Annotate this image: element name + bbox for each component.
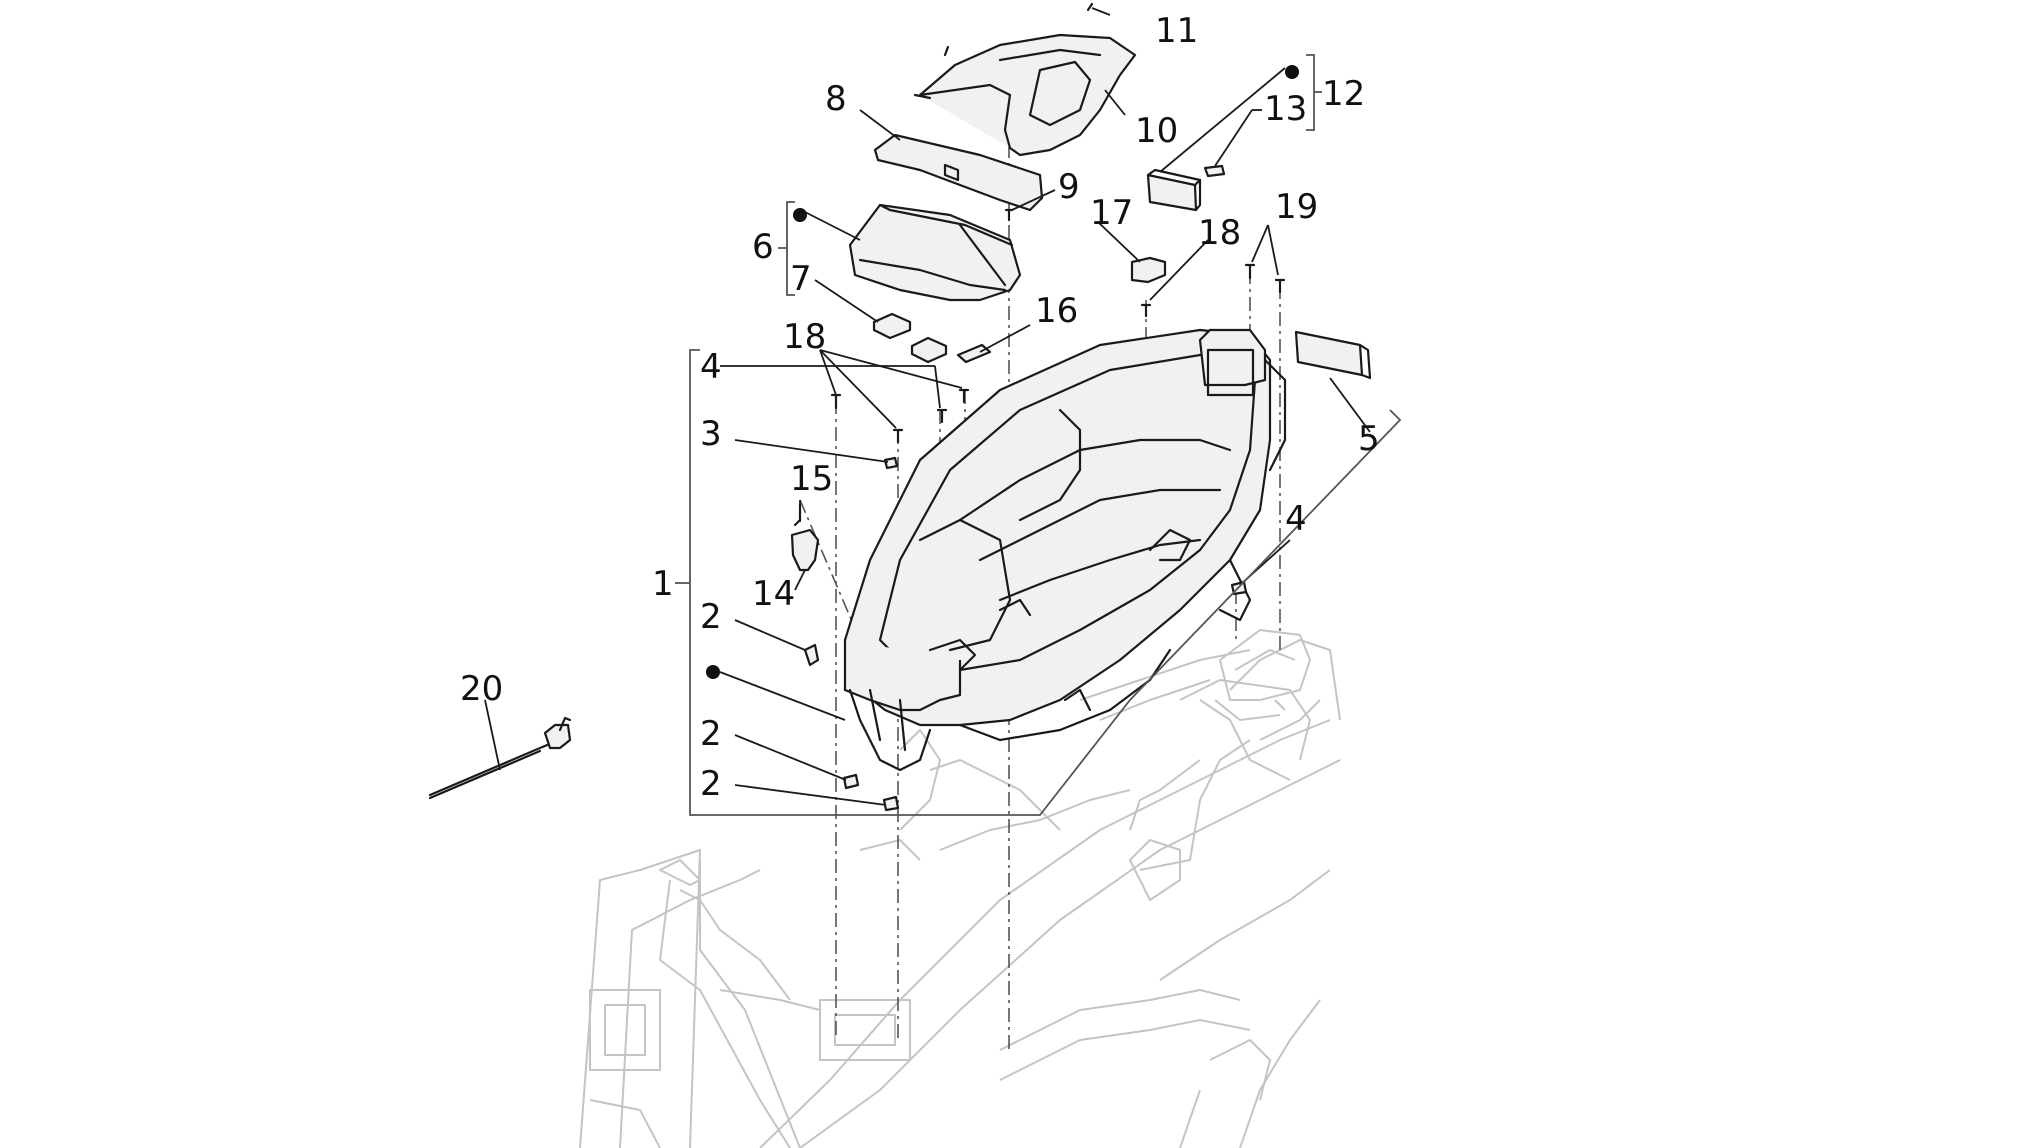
callout-2-top: 2: [700, 597, 722, 637]
part-17-cap: [1130, 256, 1167, 284]
callout-18-left: 18: [783, 317, 826, 357]
part-10-top-cover: [913, 33, 1137, 157]
callout-1: 1: [652, 564, 674, 604]
part-5-pad: [1294, 330, 1372, 380]
callout-11: 11: [1155, 11, 1198, 51]
callout-7: 7: [790, 259, 812, 299]
part-12-module: [1146, 164, 1226, 212]
part-14-latch: [790, 503, 820, 572]
callout-2-middle: 2: [700, 714, 722, 754]
part-8-trim: [873, 133, 1044, 212]
dot-marker-6: [793, 208, 807, 222]
callout-12: 12: [1322, 74, 1365, 114]
dot-marker-12: [1285, 65, 1299, 79]
callout-14: 14: [752, 574, 795, 614]
helmet-compartment: [843, 328, 1287, 772]
rear-bracket: [1214, 629, 1311, 721]
callout-10: 10: [1135, 111, 1178, 151]
callout-20: 20: [460, 669, 503, 709]
brackets: [675, 54, 1402, 816]
callout-15: 15: [790, 459, 833, 499]
callout-17: 17: [1090, 193, 1133, 233]
callout-5: 5: [1358, 419, 1380, 459]
scooter-frame: [579, 639, 1341, 1148]
callout-4-right: 4: [1285, 499, 1307, 539]
callout-2-bottom: 2: [700, 764, 722, 804]
callout-4-top: 4: [700, 347, 722, 387]
pads: [872, 312, 992, 364]
dots: [706, 65, 1299, 679]
callout-8: 8: [825, 79, 847, 119]
callout-19: 19: [1275, 187, 1318, 227]
leader-lines: [484, 7, 1371, 806]
dot-marker-1: [706, 665, 720, 679]
part-20-cable-tie: [428, 716, 572, 800]
callout-9: 9: [1058, 167, 1080, 207]
callout-6: 6: [752, 227, 774, 267]
callout-18-right: 18: [1198, 213, 1241, 253]
callout-16: 16: [1035, 291, 1078, 331]
callout-13: 13: [1264, 89, 1307, 129]
part-6-inner-tray: [848, 203, 1022, 302]
callout-labels: 11 10 8 9 12 13 17 18 19 6 7 16 18 4 5 3…: [460, 11, 1380, 804]
fasteners: [803, 2, 1286, 812]
callout-3: 3: [700, 414, 722, 454]
